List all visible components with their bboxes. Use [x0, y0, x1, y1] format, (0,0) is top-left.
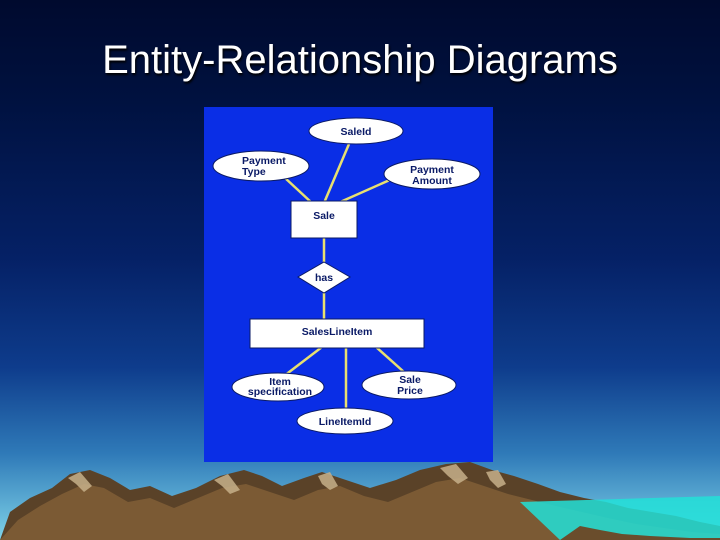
entity-sale: Sale [290, 200, 358, 239]
attribute-payment-amount-label-line1: Payment [410, 164, 454, 176]
connector-saleslineitem-saleprice [375, 346, 405, 373]
relationship-has-label: has [315, 272, 333, 284]
mountain-front-ridge [0, 478, 720, 540]
attribute-sale-id: SaleId [308, 117, 404, 145]
attribute-line-item-id-label: LineItemId [319, 416, 372, 428]
relationship-has: has [297, 261, 351, 294]
mountain-snow-ridges [68, 464, 506, 494]
mountain-range-decoration [0, 462, 720, 540]
sea-horizon [520, 496, 720, 540]
connector-paymentamount-sale [337, 177, 393, 205]
attribute-payment-type: Payment Type [212, 150, 310, 182]
slide-title: Entity-Relationship Diagrams [102, 38, 618, 82]
attribute-sale-price-label-line2: Price [397, 385, 423, 397]
attribute-payment-type-label-line1: Payment [242, 155, 286, 167]
attribute-payment-amount-label-line2: Amount [412, 175, 452, 187]
attribute-item-spec-label-line1: Item [269, 376, 291, 388]
er-diagram-canvas: SaleId Payment Type Payment Amount Sale … [212, 117, 481, 435]
attribute-item-spec-label-line2: specification [248, 386, 312, 398]
entity-sales-line-item: SalesLineItem [249, 318, 425, 349]
connector-lines [279, 143, 405, 409]
attribute-item-specification: Item specification [231, 372, 325, 402]
attribute-payment-amount: Payment Amount [383, 158, 481, 190]
attribute-line-item-id: LineItemId [296, 407, 394, 435]
attribute-sale-price: Sale Price [361, 370, 457, 400]
entity-sale-label: Sale [313, 210, 335, 222]
connector-saleid-sale [322, 143, 351, 204]
er-diagram: SaleId Payment Type Payment Amount Sale … [204, 107, 493, 462]
mountain-foreground [560, 526, 720, 540]
attribute-sale-price-label-line1: Sale [399, 374, 421, 386]
entity-sales-line-item-label: SalesLineItem [302, 326, 373, 338]
connector-paymenttype-sale [283, 176, 313, 204]
attribute-payment-type-label-line2: Type [242, 166, 266, 178]
attribute-sale-id-label: SaleId [341, 126, 372, 138]
